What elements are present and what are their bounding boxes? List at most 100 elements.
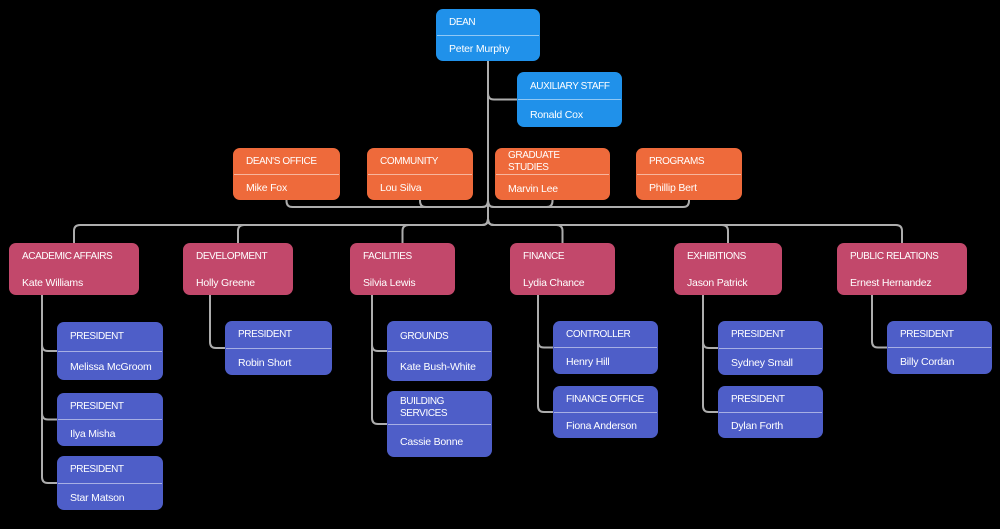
node-divider [388,350,491,352]
node-divider [368,173,472,175]
node-person-name: Robin Short [238,356,292,369]
node-divider [888,347,991,348]
node-person-name: Lydia Chance [523,277,585,289]
org-node-graduate-studies[interactable]: GRADUATE STUDIES Marvin Lee [495,148,610,200]
node-divider [719,347,822,349]
node-divider [58,482,162,484]
node-person-name: Sydney Small [731,356,793,369]
node-title: DEVELOPMENT [196,251,268,262]
node-title: EXHIBITIONS [687,251,746,262]
node-title: PRESIDENT [70,331,124,343]
node-person-name: Henry Hill [566,356,610,368]
node-divider [719,411,822,413]
org-node-exhibitions[interactable]: EXHIBITIONS Jason Patrick [674,243,782,295]
org-node-president-melissa[interactable]: PRESIDENT Melissa McGroom [57,322,163,380]
node-title: COMMUNITY [380,155,439,167]
node-title: GRADUATE STUDIES [508,150,560,173]
node-title: DEAN [449,16,476,28]
node-person-name: Silvia Lewis [363,277,416,289]
node-person-name: Peter Murphy [449,43,510,56]
node-title: FACILITIES [363,251,412,262]
org-node-president-sydney[interactable]: PRESIDENT Sydney Small [718,321,823,375]
node-title: PUBLIC RELATIONS [850,251,939,262]
node-divider [554,411,657,413]
connector-exhibitions-president-sydney [702,294,719,349]
connector-academic-affairs-president-ilya [41,294,58,421]
node-divider [496,174,609,175]
node-divider [518,99,621,100]
node-title: PRESIDENT [70,401,124,412]
node-person-name: Melissa McGroom [70,360,152,373]
connector-facilities-building-services [371,294,388,425]
connector-academic-affairs-president-melissa [41,294,58,352]
org-node-building-services[interactable]: BUILDING SERVICES Cassie Bonne [387,391,492,457]
org-node-dean[interactable]: DEAN Peter Murphy [436,9,540,61]
node-person-name: Jason Patrick [687,277,748,289]
node-divider [637,173,741,175]
org-node-academic-affairs[interactable]: ACADEMIC AFFAIRS Kate Williams [9,243,139,295]
org-node-president-star[interactable]: PRESIDENT Star Matson [57,456,163,510]
node-title: DEAN'S OFFICE [246,155,317,167]
node-title: PRESIDENT [900,329,954,340]
connector-public-relations-president-billy [871,294,888,349]
node-divider [226,347,331,349]
node-person-name: Ronald Cox [530,108,583,121]
node-title: BUILDING SERVICES [400,396,448,420]
org-node-community[interactable]: COMMUNITY Lou Silva [367,148,473,200]
connector-academic-affairs-president-star [41,294,58,484]
node-person-name: Fiona Anderson [566,420,637,433]
connector-finance-finance-office [537,294,554,413]
node-person-name: Phillip Bert [649,182,697,195]
connector-finance-controller [537,294,554,349]
node-title: PROGRAMS [649,155,705,167]
org-node-public-relations[interactable]: PUBLIC RELATIONS Ernest Hernandez [837,243,967,295]
node-person-name: Star Matson [70,491,125,504]
node-person-name: Mike Fox [246,182,287,195]
node-person-name: Holly Greene [196,277,255,289]
org-node-development[interactable]: DEVELOPMENT Holly Greene [183,243,293,295]
org-node-programs[interactable]: PROGRAMS Phillip Bert [636,148,742,200]
connector-exhibitions-president-dylan [702,294,719,413]
org-node-president-robin[interactable]: PRESIDENT Robin Short [225,321,332,375]
node-person-name: Ernest Hernandez [850,277,932,289]
node-person-name: Marvin Lee [508,182,558,195]
connector-dean-auxiliary-staff [487,60,518,101]
org-node-finance-office[interactable]: FINANCE OFFICE Fiona Anderson [553,386,658,438]
node-title: FINANCE OFFICE [566,393,644,405]
org-node-controller[interactable]: CONTROLLER Henry Hill [553,321,658,374]
node-person-name: Dylan Forth [731,420,784,433]
org-node-president-billy[interactable]: PRESIDENT Billy Cordan [887,321,992,374]
node-title: PRESIDENT [731,329,785,341]
org-node-deans-office[interactable]: DEAN'S OFFICE Mike Fox [233,148,340,200]
node-divider [58,350,162,352]
node-divider [554,347,657,348]
org-node-finance[interactable]: FINANCE Lydia Chance [510,243,615,295]
node-title: CONTROLLER [566,329,631,340]
node-title: PRESIDENT [238,329,292,341]
org-node-facilities[interactable]: FACILITIES Silvia Lewis [350,243,455,295]
node-person-name: Cassie Bonne [400,435,463,448]
connector-development-president-robin [209,294,226,349]
node-title: GROUNDS [400,330,449,342]
node-title: PRESIDENT [731,393,785,405]
org-node-auxiliary-staff[interactable]: AUXILIARY STAFF Ronald Cox [517,72,622,127]
node-divider [388,423,491,425]
node-title: ACADEMIC AFFAIRS [22,251,113,262]
connector-facilities-grounds [371,294,388,352]
node-person-name: Kate Williams [22,277,83,289]
node-divider [234,173,339,175]
org-node-president-ilya[interactable]: PRESIDENT Ilya Misha [57,393,163,446]
node-person-name: Lou Silva [380,182,422,195]
connector-dean-public-relations [487,60,903,244]
node-person-name: Billy Cordan [900,356,955,368]
node-title: PRESIDENT [70,464,124,476]
org-node-president-dylan[interactable]: PRESIDENT Dylan Forth [718,386,823,438]
node-title: FINANCE [523,251,565,262]
node-divider [58,419,162,420]
node-person-name: Ilya Misha [70,428,116,440]
node-title: AUXILIARY STAFF [530,80,610,92]
node-divider [437,34,539,36]
